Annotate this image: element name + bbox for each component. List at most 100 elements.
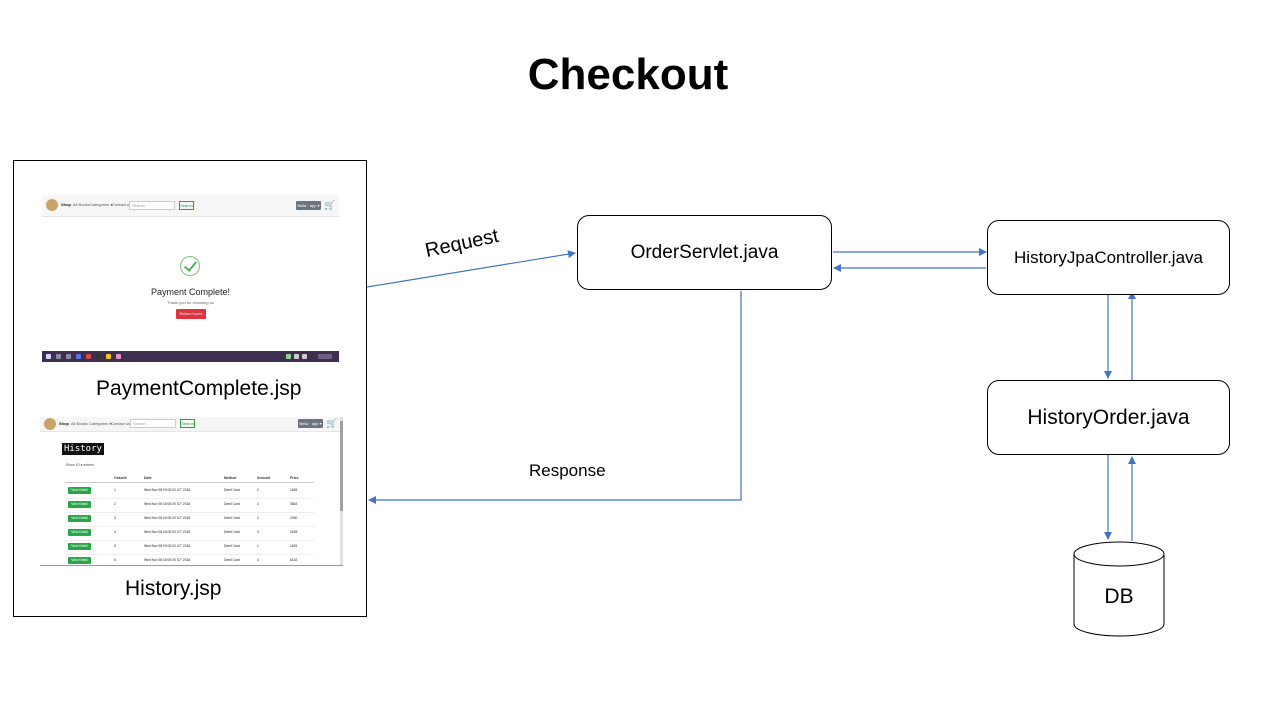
mini-search-button: Search [179, 201, 194, 210]
taskbar-app-icon [66, 354, 71, 359]
taskbar-app-icon [96, 354, 101, 359]
response-arrow [368, 291, 742, 504]
table-header-divider [64, 482, 314, 483]
history-jpa-controller-node: HistoryJpaController.java [987, 220, 1230, 295]
mini-search-button: Search [180, 419, 195, 428]
mini-user-button: Bella · app ▾ [296, 201, 321, 210]
view-detail-button: View Detail [68, 501, 91, 508]
payment-complete-screenshot: Shop All Books Categories ▾ Contact us S… [42, 195, 339, 362]
response-label: Response [529, 461, 606, 480]
table-cell: 3 [257, 530, 259, 534]
nav-categories: Categories ▾ [89, 421, 112, 426]
history-jpa-controller-label: HistoryJpaController.java [1014, 247, 1203, 267]
view-detail-button: View Detail [68, 543, 91, 550]
nav-all-books: All Books [71, 421, 88, 426]
scrollbar [340, 417, 343, 565]
history-heading: History [62, 443, 104, 455]
mini-search-input: Search [130, 419, 176, 428]
table-cell: 4 [257, 558, 259, 562]
col-orderid: OrderId [114, 476, 127, 480]
col-amount: Amount [257, 476, 271, 480]
logo-icon [44, 418, 56, 430]
table-row: View Detail 5 Wed Nov 08 00:00:00 ICT 2018… [64, 540, 314, 555]
table-cell: 2 [114, 502, 116, 506]
mini-navbar: Shop All Books Categories ▾ Contact us S… [42, 195, 339, 217]
tray-icon [302, 354, 307, 359]
table-row: View Detail 1 Wed Nov 08 00:00:00 ICT 2018… [64, 484, 314, 499]
view-detail-button: View Detail [68, 529, 91, 536]
table-cell: Wed Nov 08 00:00:00 ICT 2018 [144, 544, 191, 548]
col-method: Method [224, 476, 237, 480]
taskbar-app-icon [116, 354, 121, 359]
history-order-label: HistoryOrder.java [1027, 405, 1190, 429]
table-cell: 1159 [290, 544, 298, 548]
mini-navbar: Shop All Books Categories ▾ Contact us S… [40, 417, 343, 432]
table-cell: 5 [114, 544, 116, 548]
col-price: Price [290, 476, 299, 480]
table-cell: 4 [114, 530, 116, 534]
cart-icon: 🛒 [326, 418, 338, 428]
history-screenshot: Shop All Books Categories ▾ Contact us S… [40, 417, 343, 566]
check-circle-icon [180, 256, 200, 276]
return-home-button: Return home [176, 309, 206, 319]
table-cell: Wed Nov 08 00:00:00 ICT 2018 [144, 558, 191, 562]
table-cell: 1 [114, 488, 116, 492]
view-detail-button: View Detail [68, 557, 91, 564]
table-row: View Detail 3 Wed Nov 08 00:00:00 ICT 2018… [64, 512, 314, 527]
cart-icon: 🛒 [324, 200, 336, 210]
order-servlet-node: OrderServlet.java [577, 215, 832, 290]
nav-shop: Shop [59, 421, 69, 426]
mini-search-input: Search [129, 201, 175, 210]
start-icon [46, 354, 51, 359]
table-row: View Detail 6 Wed Nov 08 00:00:00 ICT 2018… [64, 554, 314, 565]
logo-icon [46, 199, 58, 211]
table-cell: 3563 [290, 502, 298, 506]
table-cell: 6 [114, 558, 116, 562]
payment-complete-label: PaymentComplete.jsp [96, 377, 302, 400]
table-cell: Wed Nov 08 00:00:00 ICT 2018 [144, 516, 191, 520]
col-date: Date [144, 476, 152, 480]
show-entries: Show 10 ▾ entries [66, 463, 94, 467]
taskbar-app-icon [76, 354, 81, 359]
table-cell: 3169 [290, 530, 298, 534]
table-cell: 6152 [290, 558, 298, 562]
table-cell: Debit Card [224, 488, 240, 492]
tray-icon [294, 354, 299, 359]
table-cell: 2090 [290, 516, 298, 520]
payment-complete-heading: Payment Complete! [150, 287, 231, 297]
mini-user-button: Bella · app ▾ [298, 419, 323, 428]
table-cell: 2 [257, 488, 259, 492]
nav-categories: Categories ▾ [90, 202, 113, 207]
table-cell: Wed Nov 08 00:00:00 ICT 2018 [144, 530, 191, 534]
history-label: History.jsp [125, 577, 222, 600]
table-cell: 2 [257, 516, 259, 520]
table-row: View Detail 2 Wed Nov 08 00:00:00 ICT 2018… [64, 498, 314, 513]
nav-shop: Shop [61, 202, 71, 207]
table-cell: Debit Card [224, 502, 240, 506]
table-cell: Debit Card [224, 558, 240, 562]
db-cylinder [1073, 541, 1165, 637]
nav-all-books: All Books [73, 202, 90, 207]
table-cell: Debit Card [224, 530, 240, 534]
request-arrow [366, 250, 576, 288]
view-detail-button: View Detail [68, 487, 91, 494]
table-cell: Wed Nov 08 00:00:00 ICT 2018 [144, 502, 191, 506]
view-detail-button: View Detail [68, 515, 91, 522]
taskbar-app-icon [86, 354, 91, 359]
tray-icon [286, 354, 291, 359]
windows-taskbar [42, 351, 339, 362]
table-cell: 1 [257, 544, 259, 548]
table-cell: 2 [257, 502, 259, 506]
table-cell: 1168 [290, 488, 298, 492]
table-cell: 3 [114, 516, 116, 520]
table-cell: Wed Nov 08 00:00:00 ICT 2018 [144, 488, 191, 492]
db-label: DB [1104, 585, 1134, 608]
table-cell: Debit Card [224, 516, 240, 520]
payment-complete-subtext: Thank you for choosing us [167, 300, 214, 305]
taskbar-app-icon [56, 354, 61, 359]
history-order-node: HistoryOrder.java [987, 380, 1230, 455]
nav-contact: Contact us [112, 202, 132, 207]
diagram-title: Checkout [527, 50, 729, 99]
table-cell: Debit Card [224, 544, 240, 548]
